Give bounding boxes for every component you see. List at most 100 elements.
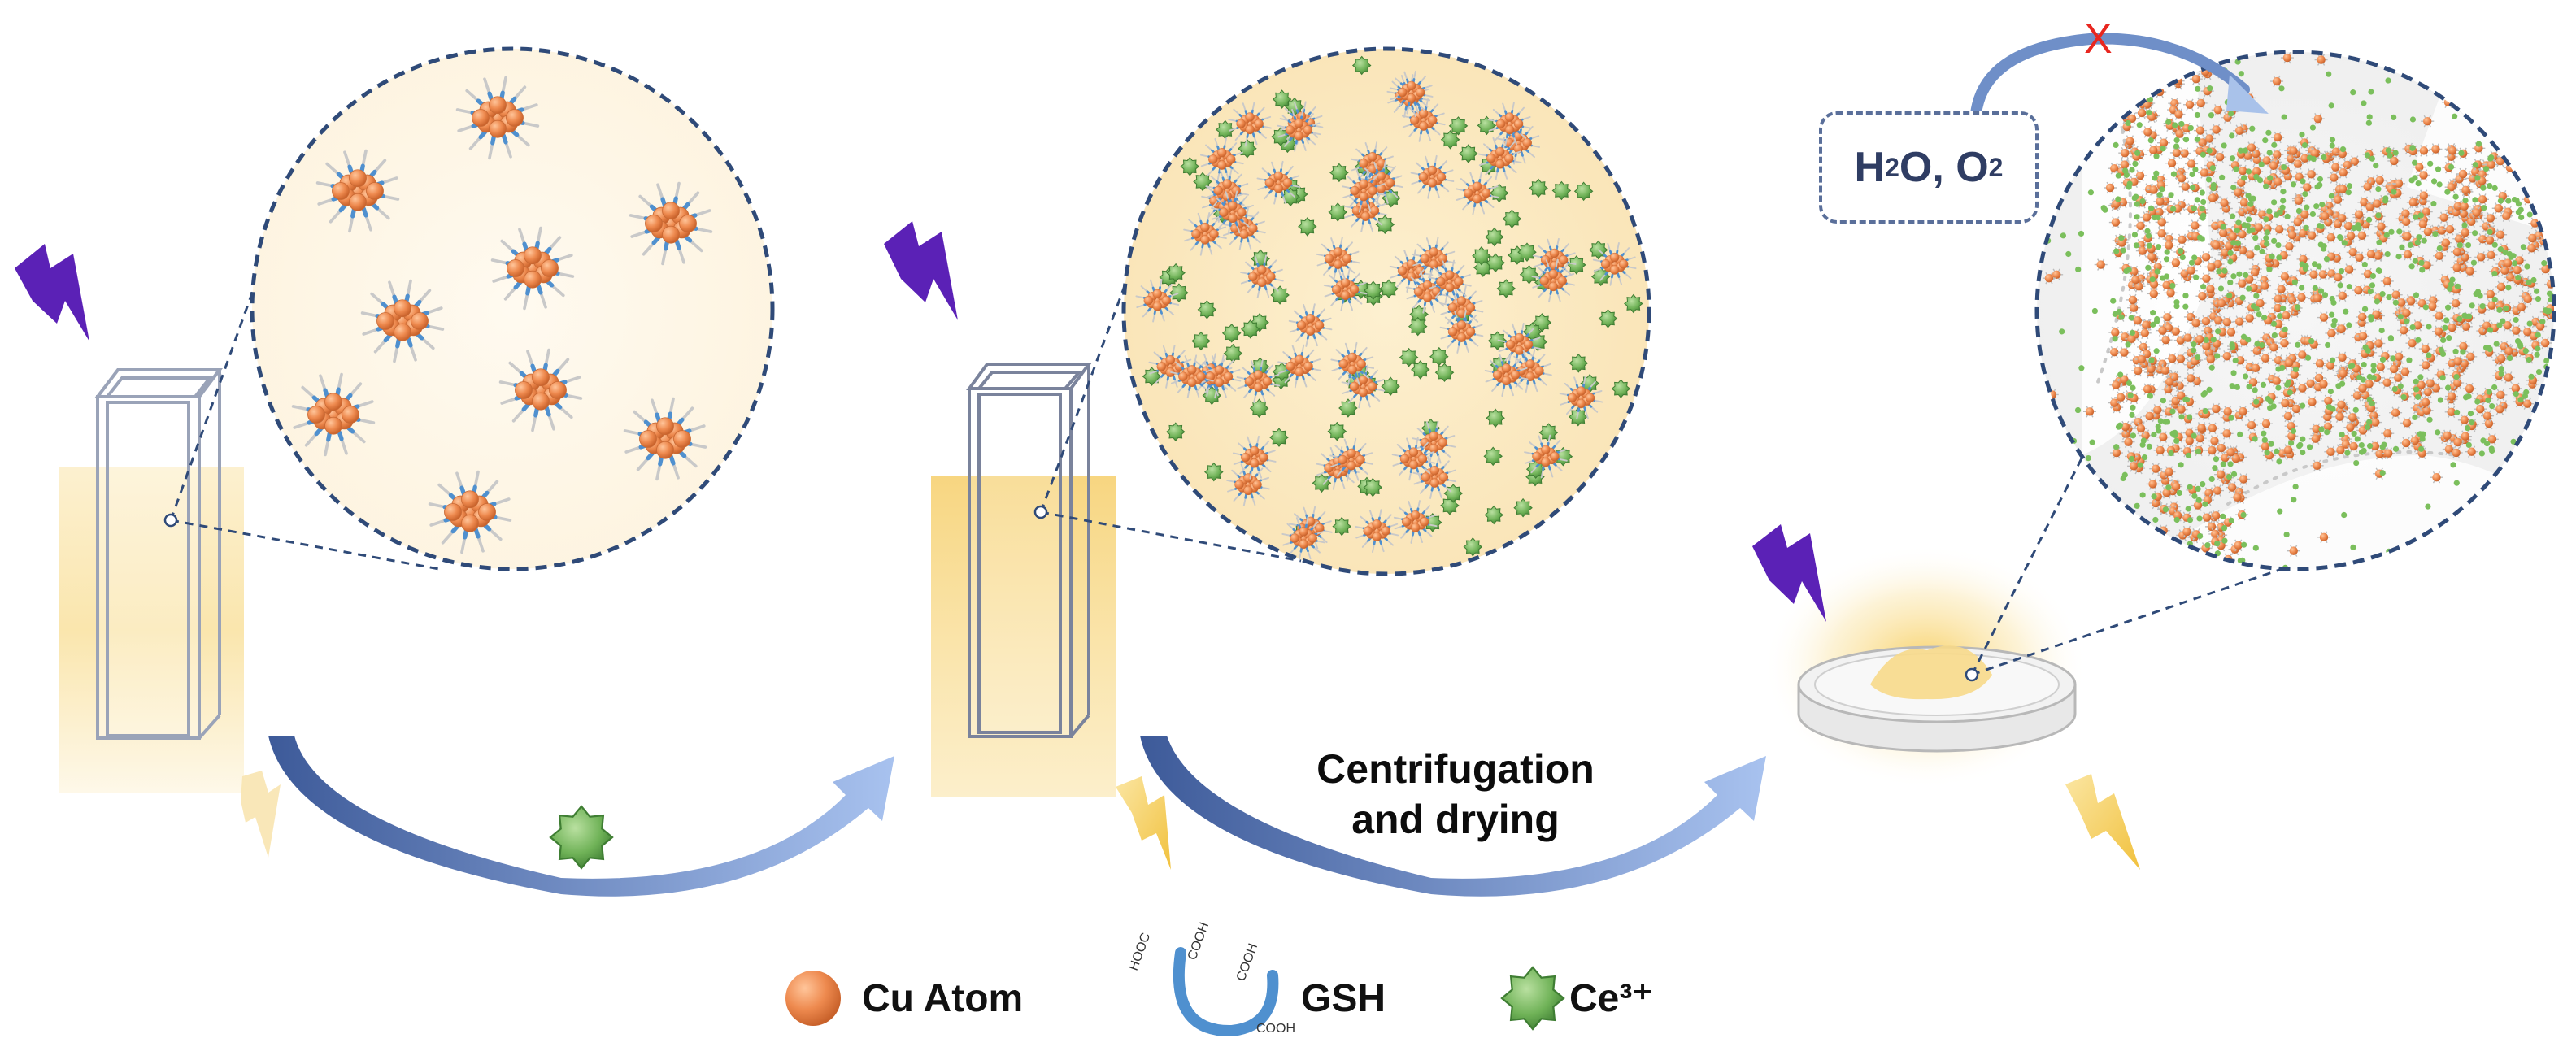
ce-ion xyxy=(2229,518,2234,523)
ce-ion xyxy=(2314,184,2320,189)
ce-ion xyxy=(2474,175,2480,180)
ce-ion xyxy=(2413,379,2419,384)
ce-ion xyxy=(2330,406,2335,411)
ce-ion xyxy=(2134,503,2140,509)
ce-ion xyxy=(1518,243,1536,261)
ce-ion xyxy=(2253,545,2259,551)
ce-ion xyxy=(2142,454,2147,460)
ce-ion xyxy=(2214,353,2220,358)
ce-ion xyxy=(2151,493,2156,499)
ce-ion xyxy=(2147,444,2152,450)
ce-ion xyxy=(2152,517,2158,523)
ce-ion xyxy=(2117,371,2123,377)
ce-ion xyxy=(2365,152,2370,158)
ce-ion xyxy=(1400,349,1418,367)
ce-ion xyxy=(2280,189,2286,194)
ce-ion-legend-icon xyxy=(1502,967,1564,1029)
ce-ion xyxy=(2319,202,2325,207)
ce-ion xyxy=(2448,164,2454,170)
ce-ion xyxy=(2382,198,2388,203)
ce-ion xyxy=(2164,256,2169,262)
ce-ion xyxy=(2230,185,2236,190)
ce-ion xyxy=(2348,363,2354,369)
ce-ion xyxy=(2059,328,2065,334)
ce-ion xyxy=(2156,424,2161,429)
ce-ion xyxy=(2456,316,2462,322)
ce-ion xyxy=(2195,137,2200,142)
ce-ion xyxy=(2195,197,2200,202)
ce-ion xyxy=(2496,322,2502,328)
ce-ion xyxy=(2236,272,2242,277)
ce-ion xyxy=(2393,446,2399,452)
ce-ion xyxy=(2410,145,2416,150)
ce-ion xyxy=(2243,272,2248,278)
ce-ion xyxy=(2115,196,2121,202)
ce-ion xyxy=(2310,124,2316,130)
ce-ion xyxy=(2481,205,2487,211)
ce-ion xyxy=(1460,145,1477,163)
ce-ion xyxy=(2110,298,2116,304)
ce-ion xyxy=(2139,198,2145,204)
ce-ion xyxy=(2216,268,2221,274)
ce-ion xyxy=(2404,319,2409,324)
ce-ion xyxy=(2413,215,2418,220)
ce-ion xyxy=(2117,423,2123,428)
ce-ion xyxy=(2086,455,2091,461)
ce-ion xyxy=(2302,191,2308,197)
ce-ion xyxy=(2092,308,2098,314)
ce-ion xyxy=(2362,344,2368,350)
ce-ion xyxy=(2146,232,2152,238)
ce-ion xyxy=(1568,256,1586,274)
gsh-legend-icon: HOOC COOH COOH COOH xyxy=(1127,920,1295,1036)
ce-ion xyxy=(2267,150,2273,155)
ce-ion xyxy=(2523,389,2529,395)
ce-ion xyxy=(2518,215,2524,220)
ce-ion xyxy=(2492,242,2498,248)
ce-ion xyxy=(2369,156,2375,162)
ce-ion xyxy=(2269,441,2274,446)
ce-ion xyxy=(2374,298,2380,304)
ce-ion xyxy=(2113,336,2118,341)
ce-ion xyxy=(2065,251,2071,257)
ce-ion xyxy=(2307,155,2313,161)
ce-ion xyxy=(1409,318,1427,336)
ce-ion xyxy=(1251,250,1269,267)
ce-ion xyxy=(1569,354,1587,372)
ce-ion xyxy=(2190,185,2195,190)
ce-ion xyxy=(2415,337,2421,343)
ce-ion xyxy=(2388,335,2394,341)
ce-ion xyxy=(2430,201,2436,206)
ce-ion xyxy=(2499,371,2504,376)
ce-ion xyxy=(1436,363,1454,381)
ce-ion xyxy=(2088,189,2094,195)
ce-ion xyxy=(1485,506,1503,524)
ce-ion xyxy=(2252,436,2258,441)
ce-ion xyxy=(2220,514,2226,519)
ce-ion xyxy=(2347,284,2352,289)
ce-ion xyxy=(2280,306,2286,311)
ce-ion xyxy=(2180,254,2186,260)
ce-ion xyxy=(2344,450,2350,456)
ce-ion xyxy=(1376,215,1394,233)
ce-ion xyxy=(2174,517,2180,523)
ce-ion xyxy=(2113,311,2118,317)
ce-ion xyxy=(2271,321,2277,327)
ce-ion xyxy=(2483,166,2489,172)
ce-ion xyxy=(2101,205,2107,211)
ce-ion xyxy=(2324,256,2330,262)
ce-ion xyxy=(2446,335,2452,341)
ce-ion xyxy=(2318,288,2324,293)
ce-ion xyxy=(2282,327,2288,332)
ce-ion xyxy=(2219,175,2225,180)
ce-ion xyxy=(2392,386,2398,392)
ce-ion xyxy=(2264,241,2269,246)
ce-ion xyxy=(2174,143,2179,149)
ce-ion xyxy=(2305,355,2311,361)
ce-ion xyxy=(2183,137,2189,142)
ce-ion xyxy=(2274,212,2279,218)
ce-ion xyxy=(2494,341,2500,346)
ce-ion xyxy=(2420,436,2426,441)
ce-ion xyxy=(2461,222,2467,228)
ce-ion xyxy=(2229,132,2234,138)
ce-ion xyxy=(2426,352,2431,358)
